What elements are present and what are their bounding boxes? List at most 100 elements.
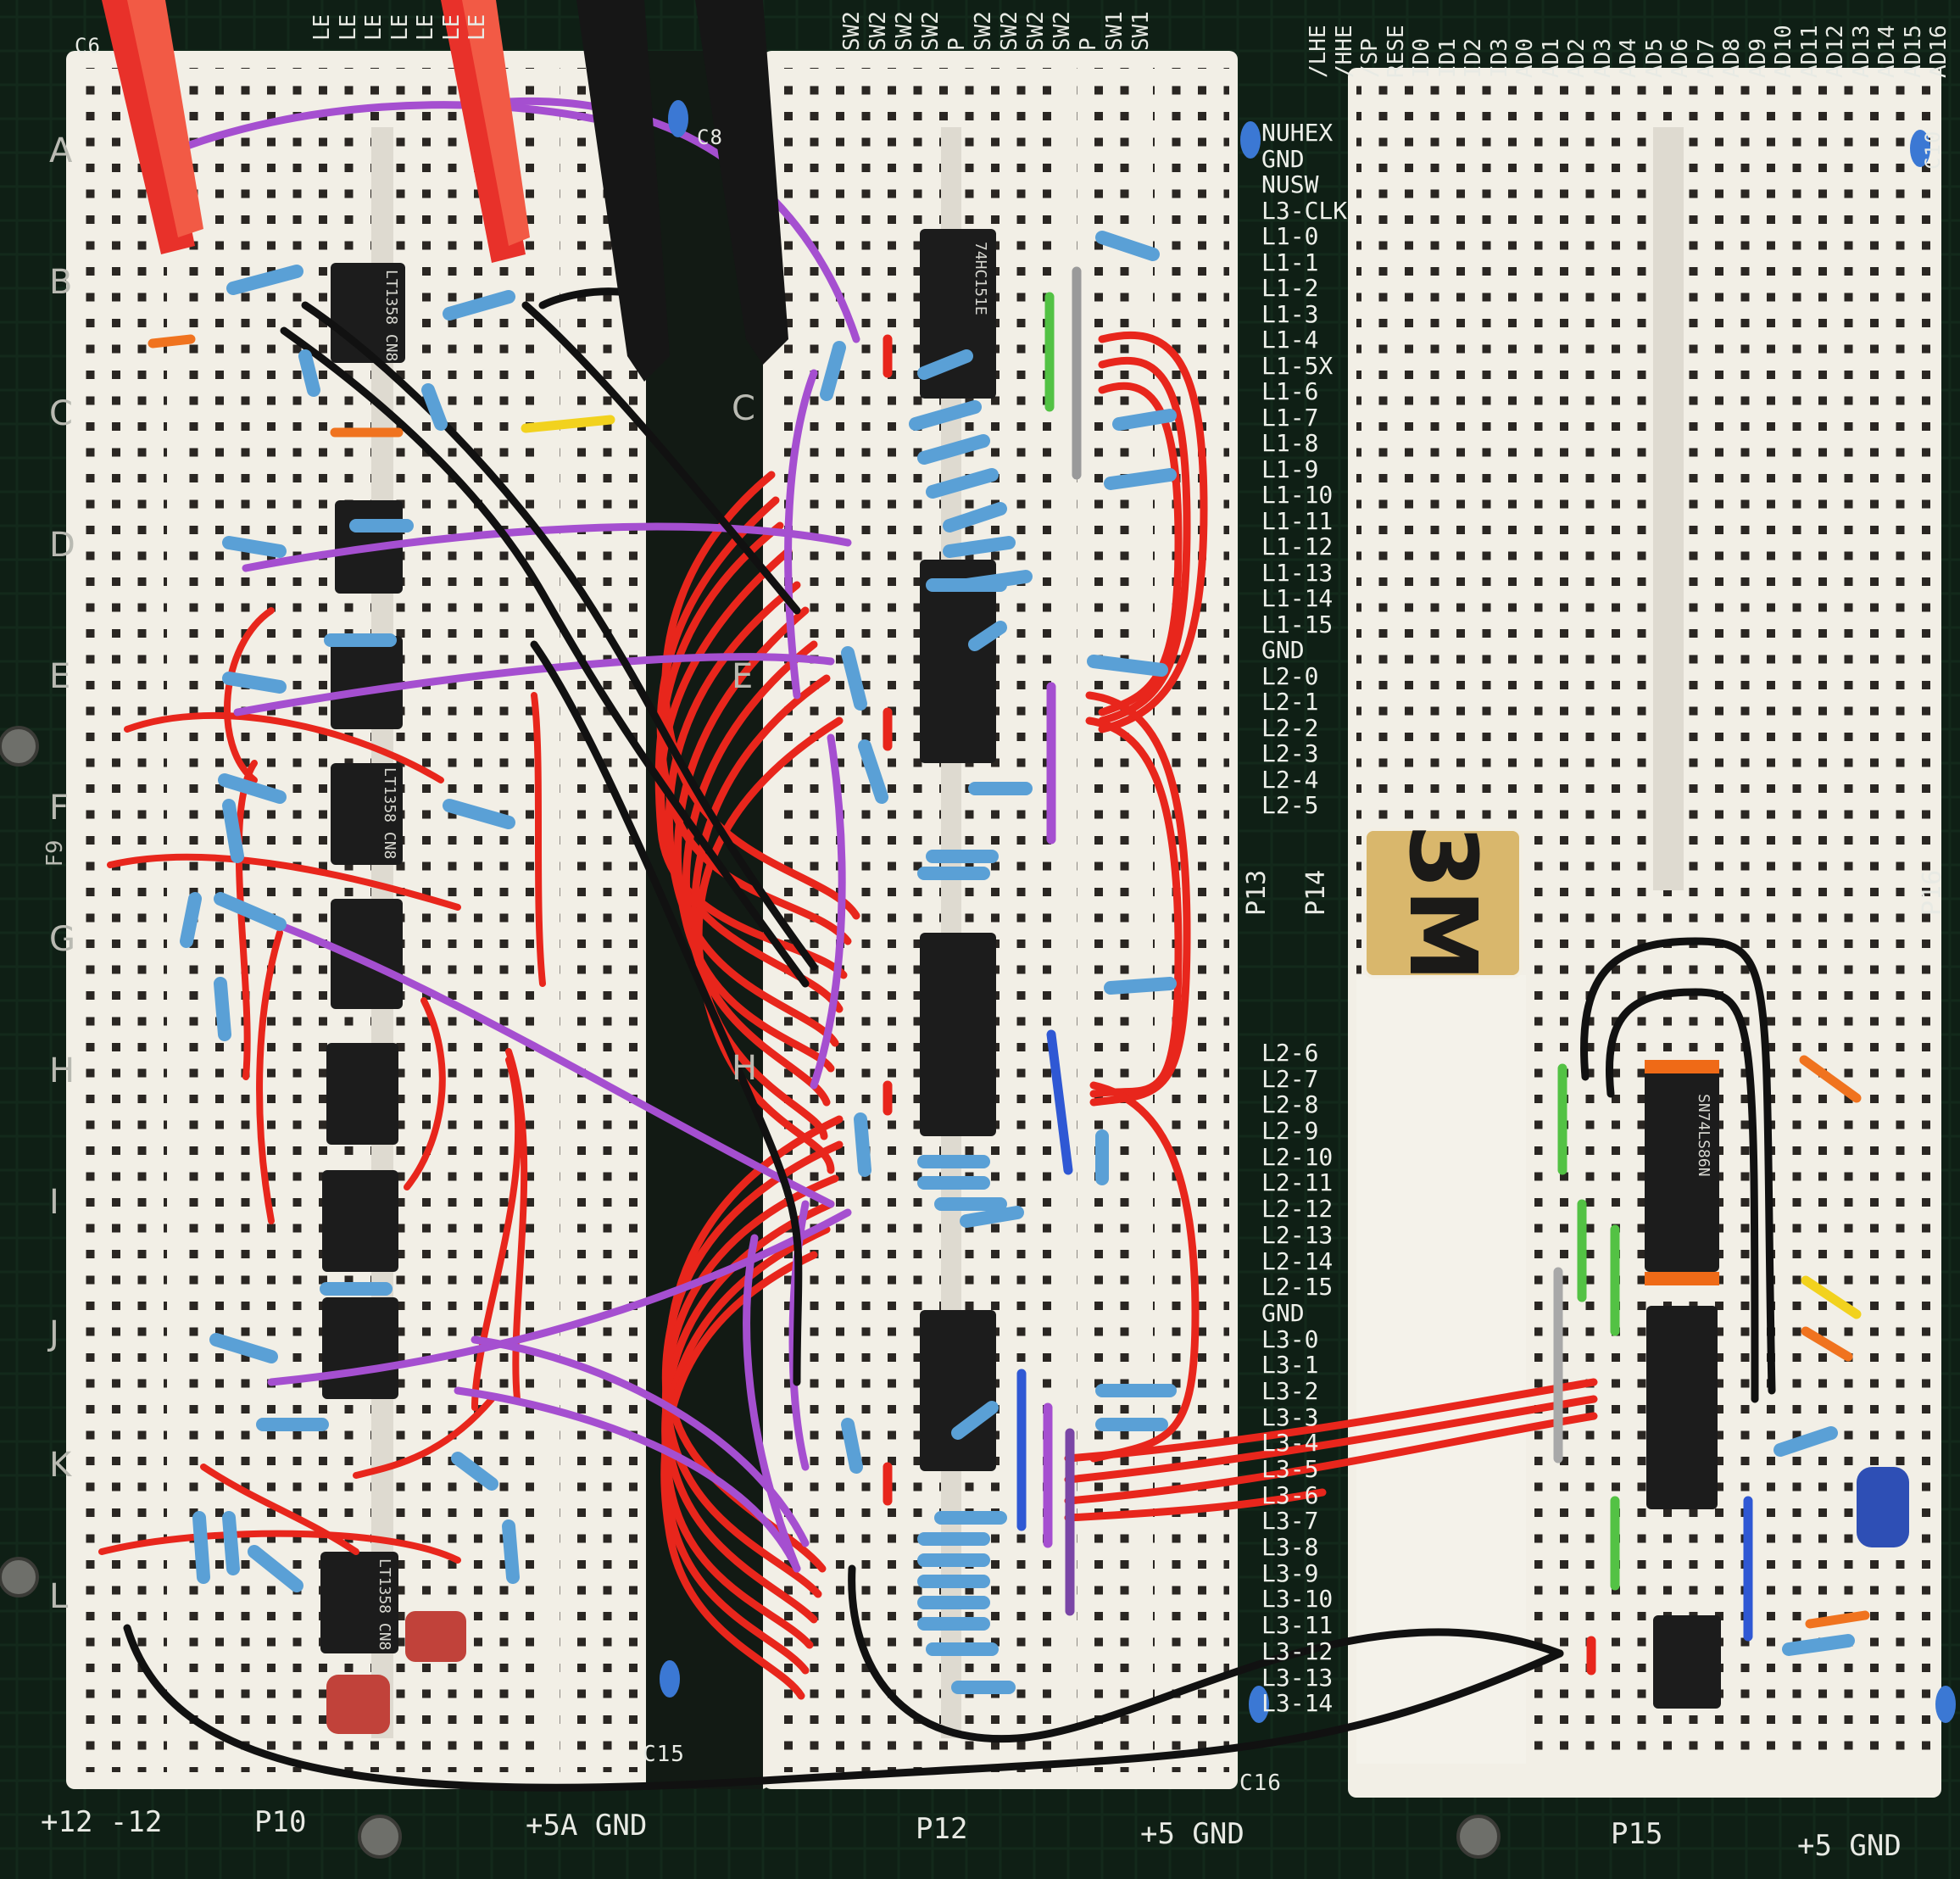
signal-label: L3-0 xyxy=(1261,1324,1319,1353)
row-label-j: J xyxy=(49,1314,59,1353)
top-signal-label: /SP xyxy=(1357,38,1383,78)
black-wires xyxy=(123,287,1776,1792)
mid-row-e: E xyxy=(732,657,754,696)
signal-label: L1-13 xyxy=(1261,558,1334,587)
cap-c10: C10 xyxy=(1921,130,1945,170)
row-label-k: K xyxy=(49,1446,72,1485)
top-signal-label: AD13 xyxy=(1848,25,1874,78)
led-label: LE xyxy=(361,14,387,41)
signal-label: GND xyxy=(1261,144,1305,173)
signal-label: L2-11 xyxy=(1261,1168,1334,1197)
switch-label: SW2 xyxy=(839,11,865,51)
switch-label: SW2 xyxy=(866,11,891,51)
led-label: LE xyxy=(335,14,361,41)
signal-label: L3-11 xyxy=(1261,1611,1334,1640)
signal-label: L3-14 xyxy=(1261,1689,1334,1718)
signal-label: L3-5 xyxy=(1261,1455,1319,1483)
breadboard-middle xyxy=(763,51,1238,1789)
row-label-h: H xyxy=(49,1051,75,1090)
top-signal-label: ID1 xyxy=(1434,38,1461,78)
signal-label: L2-1 xyxy=(1261,688,1319,716)
f9-label: F9 xyxy=(42,839,68,867)
power-label-mid: +5A GND xyxy=(526,1809,648,1843)
connector-p16: P16 xyxy=(1918,869,1947,916)
mid-row-h: H xyxy=(732,1049,758,1088)
signal-label: L2-5 xyxy=(1261,791,1319,819)
switch-label: SW2 xyxy=(1050,11,1075,51)
ic-chips-right xyxy=(1645,1060,1721,1709)
signal-label: L3-7 xyxy=(1261,1507,1319,1536)
top-signal-label: AD2 xyxy=(1564,38,1590,78)
switch-label: SW1 xyxy=(1102,11,1128,51)
top-signal-label: AD10 xyxy=(1771,25,1796,78)
row-label-f: F xyxy=(49,789,70,828)
signal-label: NUHEX xyxy=(1261,119,1334,147)
power-label-right: +5 GND xyxy=(1140,1817,1244,1851)
chip-label-top: LT1358 CN8 xyxy=(382,270,400,362)
top-signal-label: RESE xyxy=(1383,25,1409,78)
row-label-e: E xyxy=(49,657,71,696)
resistors xyxy=(180,231,1855,1694)
row-label-c: C xyxy=(49,394,73,433)
breadboard-right xyxy=(1348,68,1941,1798)
switch-label: SW2 xyxy=(997,11,1022,51)
signal-label: L3-2 xyxy=(1261,1376,1319,1405)
top-signal-label: /HHE xyxy=(1331,25,1357,78)
top-signal-label: AD6 xyxy=(1668,38,1693,78)
red-wire-loops xyxy=(1064,331,1598,1522)
mounting-screws xyxy=(0,726,1501,1859)
signal-label: GND xyxy=(1261,1298,1305,1327)
row-label-b: B xyxy=(49,263,73,302)
led-label: LE xyxy=(465,14,490,41)
signal-label: L1-2 xyxy=(1261,274,1319,302)
signal-label: L1-15 xyxy=(1261,610,1334,638)
signal-label: L1-14 xyxy=(1261,584,1334,612)
top-signal-label: ID0 xyxy=(1409,38,1434,78)
signal-label: L1-1 xyxy=(1261,248,1319,276)
p15-label: P15 xyxy=(1611,1817,1663,1851)
signal-label: NUSW xyxy=(1261,170,1319,198)
row-label-l: L xyxy=(49,1577,69,1616)
led-label: LE xyxy=(387,14,413,41)
signal-label: L1-10 xyxy=(1261,481,1334,509)
top-signal-label: AD16 xyxy=(1926,25,1952,78)
led-label: LE xyxy=(438,14,465,41)
switch-label: SW2 xyxy=(918,11,944,51)
row-label-g: G xyxy=(49,920,75,959)
led-label: LE xyxy=(309,14,335,41)
signal-label: L1-11 xyxy=(1261,506,1334,535)
signal-label: L2-9 xyxy=(1261,1117,1319,1146)
top-signal-label: AD14 xyxy=(1874,25,1900,78)
signal-label: L2-4 xyxy=(1261,765,1319,794)
signal-label: L1-0 xyxy=(1261,222,1319,250)
signal-label: L3-9 xyxy=(1261,1558,1319,1587)
cap-c8: C8 xyxy=(697,125,723,149)
signal-label: L1-7 xyxy=(1261,403,1319,432)
signal-label: L1-5X xyxy=(1261,351,1334,380)
signal-label: L3-6 xyxy=(1261,1480,1319,1509)
switch-label: SW2 xyxy=(1023,11,1049,51)
red-wires-left xyxy=(98,607,546,1564)
signal-label: L2-3 xyxy=(1261,739,1319,767)
signal-label: L3-8 xyxy=(1261,1533,1319,1562)
3m-sticker: 3M xyxy=(1367,824,1519,982)
signal-label: L2-13 xyxy=(1261,1220,1334,1249)
mid-row-c: C xyxy=(732,389,755,428)
signal-label: L1-9 xyxy=(1261,454,1319,483)
signal-label: L2-0 xyxy=(1261,661,1319,690)
switch-label: P xyxy=(1076,37,1101,51)
p10-label: P10 xyxy=(254,1805,307,1839)
signal-label: L1-3 xyxy=(1261,299,1319,328)
cap-c15: C15 xyxy=(643,1742,685,1767)
switch-label: SW2 xyxy=(892,11,917,51)
signal-label: L2-7 xyxy=(1261,1064,1319,1093)
chip-label-hc: 74HC151E xyxy=(972,242,989,315)
connector-p14: P14 xyxy=(1301,869,1331,916)
top-signal-label: AD9 xyxy=(1745,38,1771,78)
top-signal-label: AD7 xyxy=(1693,38,1719,78)
top-signal-label: AD15 xyxy=(1900,25,1926,78)
ic-chips-left xyxy=(320,263,405,1653)
probe-clips xyxy=(102,0,788,382)
led-label: LE xyxy=(413,14,438,41)
